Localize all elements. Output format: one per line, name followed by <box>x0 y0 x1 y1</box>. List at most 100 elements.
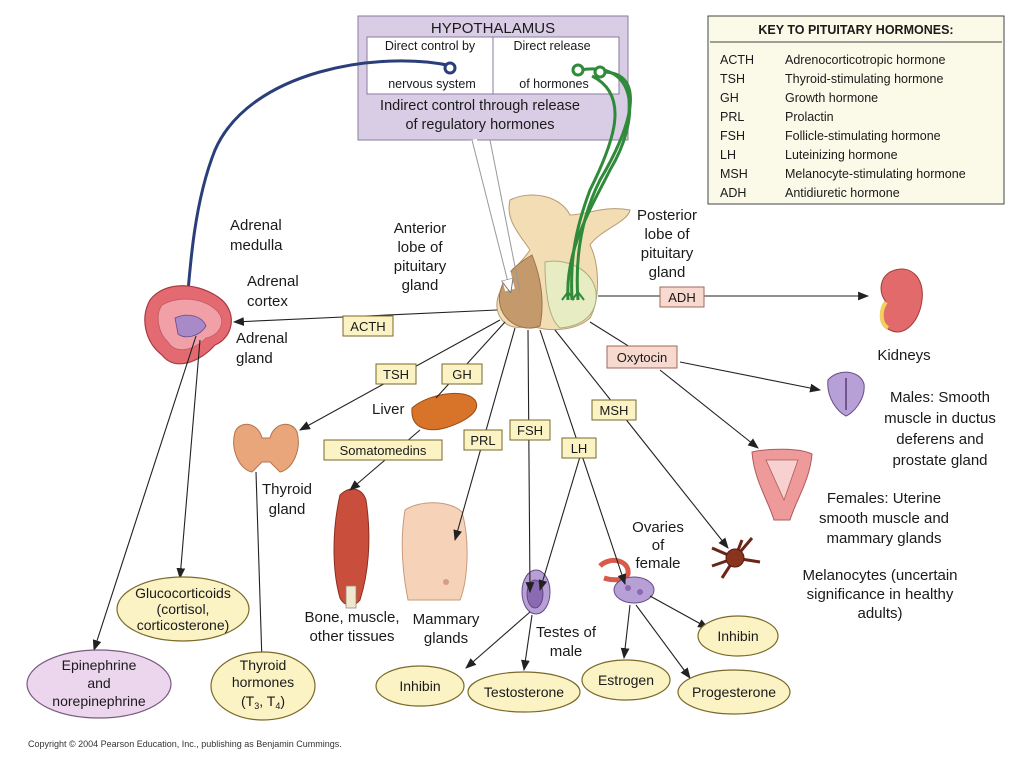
ovaries-label-3: female <box>635 555 680 572</box>
ovaries-label-1: Ovaries <box>632 519 684 536</box>
svg-text:PRL: PRL <box>470 433 495 448</box>
testes-label-2: male <box>550 643 583 660</box>
key-title: KEY TO PITUITARY HORMONES: <box>758 23 953 37</box>
males-label-3: deferens and <box>896 431 984 448</box>
copyright-notice: Copyright © 2004 Pearson Education, Inc.… <box>28 739 342 749</box>
direct-control-cell <box>366 36 494 95</box>
key-abbr: TSH <box>720 72 745 86</box>
hormone-acth: ACTH <box>342 315 394 337</box>
key-abbr: PRL <box>720 110 744 124</box>
key-abbr: FSH <box>720 129 745 143</box>
adrenal-cortex-1: Adrenal <box>247 273 299 290</box>
key-name: Follicle-stimulating hormone <box>785 129 941 143</box>
females-label-3: mammary glands <box>826 530 941 547</box>
hormone-prl: PRL <box>463 429 503 451</box>
anterior-line-2: lobe of <box>397 239 443 256</box>
anterior-line-3: pituitary <box>394 258 447 275</box>
adrenal-gland <box>144 285 232 365</box>
indirect-control-line-1: Indirect control through release <box>380 98 580 114</box>
svg-text:corticosterone): corticosterone) <box>137 617 230 633</box>
direct-control-line-1: Direct control by <box>385 39 476 53</box>
bone-label-2: other tissues <box>309 628 394 645</box>
thyroid-hormones-oval: Thyroid hormones (T3, T4) <box>210 651 316 721</box>
bone-label-1: Bone, muscle, <box>304 609 399 626</box>
svg-text:Testosterone: Testosterone <box>484 684 564 700</box>
svg-text:MSH: MSH <box>600 403 629 418</box>
svg-text:Thyroid: Thyroid <box>240 657 287 673</box>
males-label-2: muscle in ductus <box>884 410 996 427</box>
thyroid-label-2: gland <box>269 501 306 518</box>
svg-text:Glucocorticoids: Glucocorticoids <box>135 585 231 601</box>
svg-text:and: and <box>87 675 110 691</box>
nervous-system-tract <box>183 59 457 331</box>
indirect-arrow <box>471 139 510 290</box>
svg-text:Progesterone: Progesterone <box>692 684 776 700</box>
thyroid-t-values: (T3, T4) <box>241 693 285 711</box>
key-abbr: MSH <box>720 167 748 181</box>
key-name: Growth hormone <box>785 91 878 105</box>
anterior-line-1: Anterior <box>394 220 447 237</box>
adrenal-gland-1: Adrenal <box>236 330 288 347</box>
testes-figure <box>521 569 551 615</box>
posterior-line-1: Posterior <box>637 207 697 224</box>
direct-release-line-2: of hormones <box>519 77 588 91</box>
svg-text:ACTH: ACTH <box>350 319 385 334</box>
svg-text:(cortisol,: (cortisol, <box>157 601 210 617</box>
direct-control-line-2: nervous system <box>388 77 476 91</box>
adrenal-medulla-2: medulla <box>230 237 283 254</box>
adrenal-cortex-2: cortex <box>247 293 288 310</box>
svg-text:Oxytocin: Oxytocin <box>617 350 668 365</box>
svg-text:FSH: FSH <box>517 423 543 438</box>
target-labels: Adrenal medulla Adrenal cortex Adrenal g… <box>230 217 996 660</box>
svg-text:Epinephrine: Epinephrine <box>62 657 137 673</box>
females-label-2: smooth muscle and <box>819 510 949 527</box>
key-abbr: ACTH <box>720 53 754 67</box>
hormone-tsh: TSH <box>375 363 417 385</box>
glucocorticoids-oval: Glucocorticoids (cortisol, corticosteron… <box>116 576 250 642</box>
hypothalamus-box: HYPOTHALAMUS Direct control by nervous s… <box>357 15 629 141</box>
estrogen-oval: Estrogen <box>581 659 671 701</box>
key-abbr: GH <box>720 91 739 105</box>
epinephrine-oval: Epinephrine and norepinephrine <box>26 649 172 719</box>
direct-release-line-1: Direct release <box>513 39 590 53</box>
key-name: Prolactin <box>785 110 834 124</box>
testosterone-oval: Testosterone <box>467 671 581 713</box>
key-name: Melanocyte-stimulating hormone <box>785 167 966 181</box>
svg-text:GH: GH <box>452 367 472 382</box>
adrenal-gland-2: gland <box>236 350 273 367</box>
posterior-line-4: gland <box>649 264 686 281</box>
key-name: Thyroid-stimulating hormone <box>785 72 943 86</box>
pituitary-gland <box>496 194 631 331</box>
mammary-label-1: Mammary <box>413 611 480 628</box>
posterior-line-3: pituitary <box>641 245 694 262</box>
ovaries-label-2: of <box>652 537 665 554</box>
melanocytes-label-3: adults) <box>857 605 902 622</box>
mammary-label-2: glands <box>424 630 468 647</box>
key-abbr: ADH <box>720 186 746 200</box>
svg-text:hormones: hormones <box>232 674 294 690</box>
liver-organ <box>411 392 478 431</box>
melanocyte-figure <box>711 537 761 579</box>
thyroid-label-1: Thyroid <box>262 481 312 498</box>
kidney-figure <box>879 268 923 333</box>
inhibin-male-oval: Inhibin <box>375 665 465 707</box>
key-name: Adrenocorticotropic hormone <box>785 53 946 67</box>
direct-release-cell <box>492 36 620 95</box>
key-abbr: LH <box>720 148 736 162</box>
svg-text:Estrogen: Estrogen <box>598 672 654 688</box>
adrenal-medulla-region <box>174 314 207 338</box>
hormone-somatomedins: Somatomedins <box>323 439 443 461</box>
svg-text:Somatomedins: Somatomedins <box>340 443 427 458</box>
hormone-gh: GH <box>441 363 483 385</box>
inhibin-female-oval: Inhibin <box>697 615 779 657</box>
adrenal-medulla-1: Adrenal <box>230 217 282 234</box>
females-label-1: Females: Uterine <box>827 490 941 507</box>
svg-text:Inhibin: Inhibin <box>399 678 440 694</box>
uterus-figure <box>751 448 813 521</box>
hormone-oxytocin: Oxytocin <box>606 345 678 369</box>
males-label-4: prostate gland <box>892 452 987 469</box>
indirect-control-line-2: of regulatory hormones <box>405 117 554 133</box>
direct-release-tracts <box>561 63 632 301</box>
